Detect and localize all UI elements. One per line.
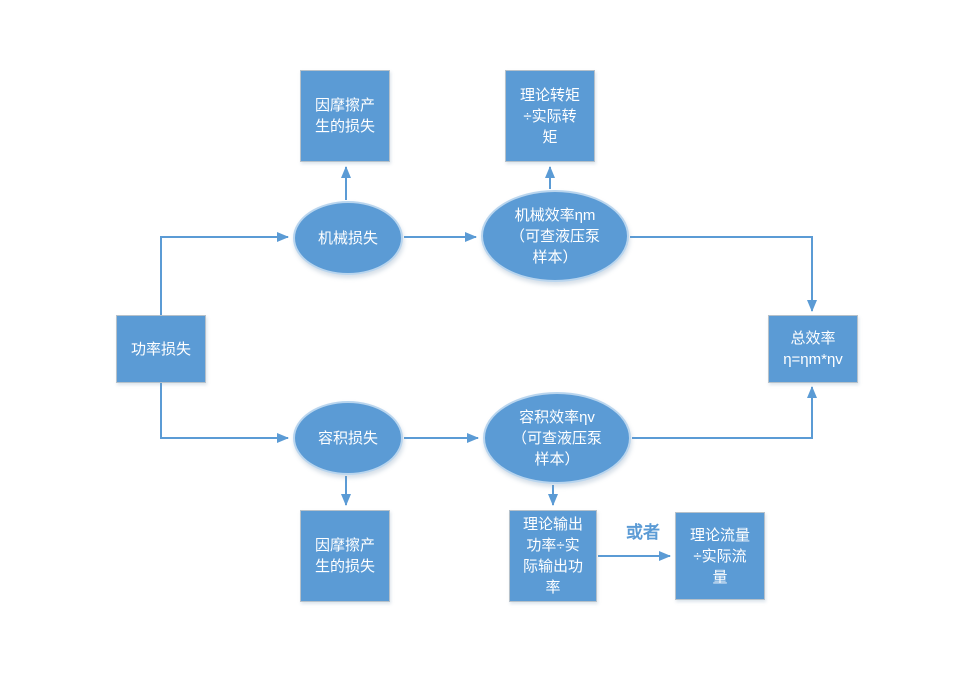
node-total-efficiency: 总效率 η=ηm*ηv: [768, 315, 858, 383]
connector-volumetric-eff-to-total-eff: [632, 386, 817, 439]
node-friction-loss-bottom: 因摩擦产 生的损失: [300, 510, 390, 602]
node-volumetric-loss: 容积损失: [293, 401, 403, 475]
node-friction-loss-top: 因摩擦产 生的损失: [300, 70, 390, 162]
node-volumetric-efficiency: 容积效率ηv （可查液压泵 样本）: [483, 392, 631, 484]
node-output-power-ratio: 理论输出 功率÷实 际输出功 率: [509, 510, 597, 602]
node-mechanical-efficiency: 机械效率ηm （可查液压泵 样本）: [481, 190, 629, 282]
node-flow-ratio: 理论流量 ÷实际流 量: [675, 512, 765, 600]
connector-power-to-volumetric-loss: [160, 383, 289, 443]
connector-mechanical-eff-to-total-eff: [630, 236, 817, 312]
node-torque-ratio: 理论转矩 ÷实际转 矩: [505, 70, 595, 162]
node-mechanical-loss: 机械损失: [293, 201, 403, 275]
edge-label-or: 或者: [626, 523, 660, 542]
node-power-loss: 功率损失: [116, 315, 206, 383]
connector-power-to-mechanical-loss: [160, 232, 289, 315]
